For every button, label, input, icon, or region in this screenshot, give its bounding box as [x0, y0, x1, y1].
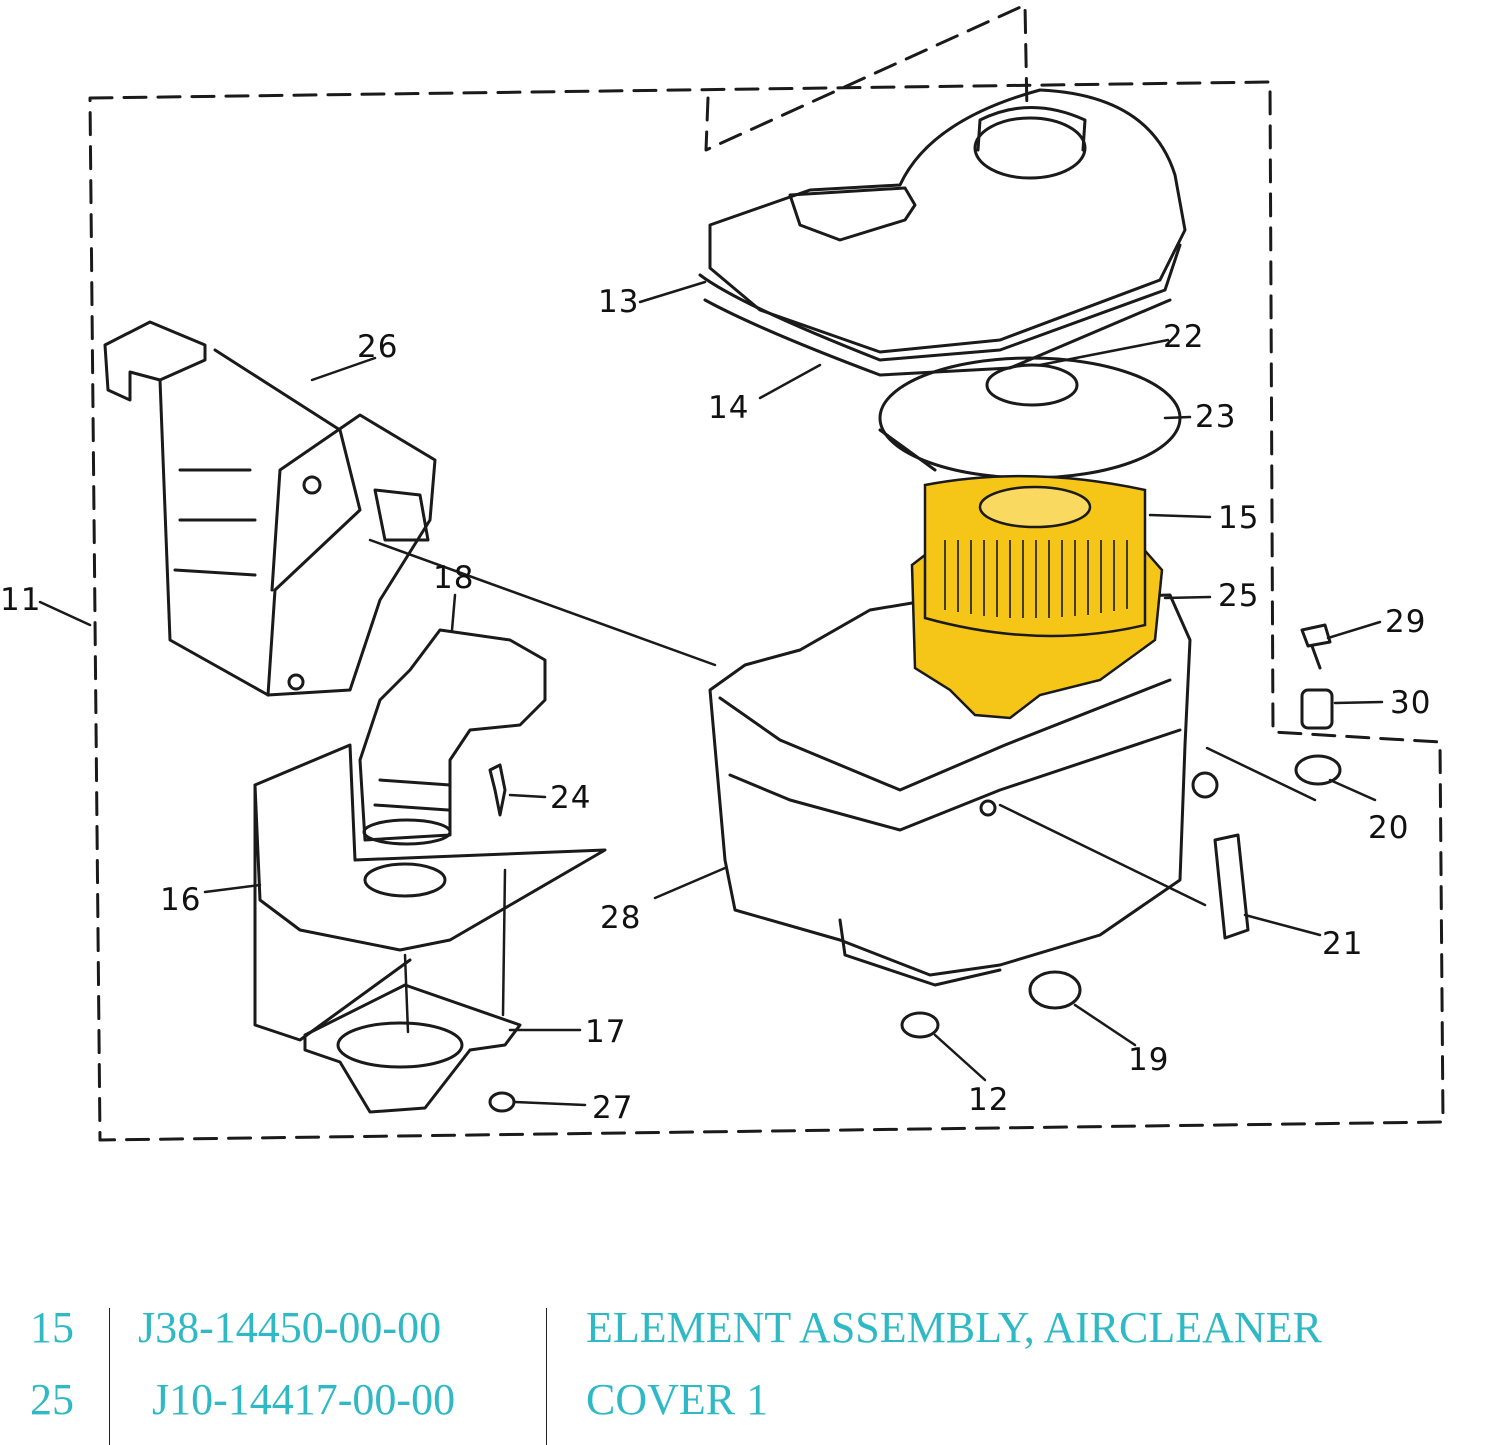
- callout-12: 12: [968, 1082, 1009, 1118]
- element-assembly-highlight: [910, 474, 1164, 720]
- part-number: J38-14450-00-00: [138, 1303, 442, 1352]
- callout-20: 20: [1368, 810, 1409, 846]
- part-ref: 15: [30, 1303, 74, 1352]
- part-number: J10-14417-00-00: [152, 1375, 456, 1424]
- callout-19: 19: [1128, 1042, 1169, 1078]
- column-divider: [546, 1308, 547, 1445]
- clip-part-21: [1213, 833, 1250, 940]
- callout-26: 26: [357, 329, 398, 365]
- part-description: COVER 1: [586, 1375, 769, 1424]
- assembly-boundary: [88, 80, 1445, 1142]
- elbow-tube-part-18: [358, 628, 547, 846]
- cap-part-19: [1028, 970, 1082, 1010]
- bracket-part-16: [253, 743, 607, 1042]
- callout-14: 14: [708, 390, 749, 426]
- plug-part-12: [900, 1011, 940, 1039]
- callout-28: 28: [600, 900, 641, 936]
- callout-30: 30: [1390, 685, 1431, 721]
- column-divider: [109, 1308, 110, 1445]
- intake-duct-part-26: [103, 320, 437, 697]
- cover-dash-lead: [704, 3, 1029, 152]
- callout-25: 25: [1218, 578, 1259, 614]
- callout-29: 29: [1385, 604, 1426, 640]
- parts-row: 25 J10-14417-00-00 COVER 1: [0, 1374, 1500, 1436]
- callout-22: 22: [1163, 319, 1204, 355]
- callout-15: 15: [1218, 500, 1259, 536]
- callout-24: 24: [550, 780, 591, 816]
- callout-21: 21: [1322, 926, 1363, 962]
- spacer-part-30: [1300, 688, 1334, 730]
- part-ref: 25: [30, 1375, 74, 1424]
- parts-row: 15 J38-14450-00-00 ELEMENT ASSEMBLY, AIR…: [0, 1302, 1500, 1364]
- callout-11: 11: [0, 582, 41, 618]
- callout-13: 13: [598, 284, 639, 320]
- bolt-part-29: [1300, 623, 1332, 670]
- part-description: ELEMENT ASSEMBLY, AIRCLEANER: [586, 1303, 1322, 1352]
- callout-27: 27: [592, 1090, 633, 1126]
- callout-17: 17: [585, 1014, 626, 1050]
- callout-23: 23: [1195, 399, 1236, 435]
- callout-18: 18: [433, 560, 474, 596]
- gasket-part-14: [703, 298, 1172, 377]
- filter-plate-part-23: [878, 356, 1182, 480]
- grommet-part-20: [1294, 754, 1342, 786]
- parts-table: 15 J38-14450-00-00 ELEMENT ASSEMBLY, AIR…: [0, 1290, 1500, 1445]
- adapter-cup-part-17: [303, 983, 522, 1114]
- bolt-part-24: [488, 763, 507, 817]
- element-part-15: [923, 474, 1147, 638]
- washer-part-27: [488, 1091, 516, 1113]
- callout-16: 16: [160, 882, 201, 918]
- callout-labels: 13 26 22 14 23 15 18 11 25 29 30 24 20 1…: [0, 284, 1431, 1126]
- lower-housing-part-28: [708, 593, 1219, 987]
- exploded-parts-diagram: 13 26 22 14 23 15 18 11 25 29 30 24 20 1…: [0, 3, 1445, 1142]
- leader-lines: [38, 280, 1384, 1107]
- top-cover-part-13: [698, 88, 1187, 362]
